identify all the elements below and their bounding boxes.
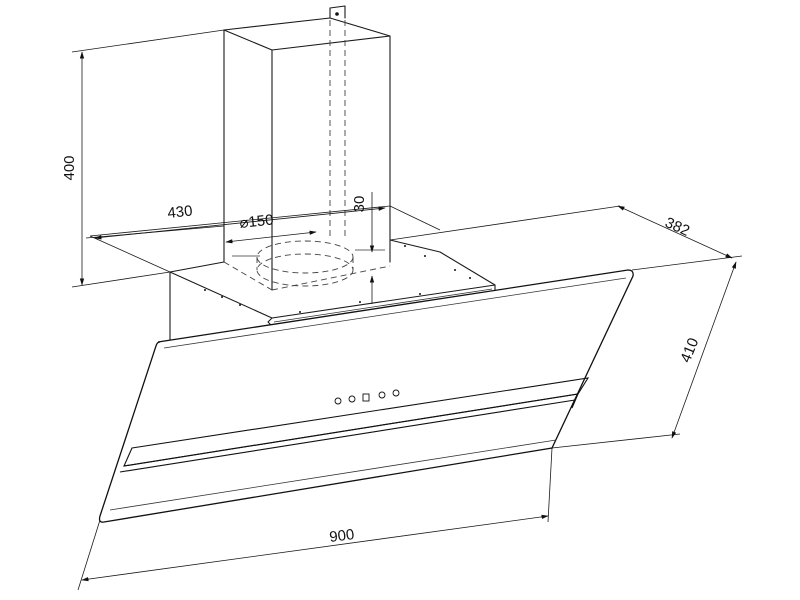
dimension-label-width: 900 bbox=[328, 526, 355, 546]
rivets bbox=[204, 245, 471, 313]
chimney-cover bbox=[223, 5, 391, 291]
dimension-label-duct-offset: 30 bbox=[351, 196, 368, 213]
dimension-label-chimney-height: 400 bbox=[61, 155, 78, 180]
duct-outlet bbox=[232, 240, 385, 287]
control-button-2[interactable] bbox=[348, 395, 356, 403]
control-panel bbox=[334, 389, 400, 405]
dimension-400: 400 bbox=[61, 29, 225, 288]
dimension-label-hood-depth: 430 bbox=[167, 202, 194, 222]
dimension-430: 430 bbox=[85, 202, 441, 273]
control-button-5[interactable] bbox=[392, 389, 400, 397]
dimension-382: 382 bbox=[389, 205, 743, 271]
dimension-label-glass-height: 410 bbox=[677, 336, 702, 366]
dimension-label-canopy-depth: 382 bbox=[662, 214, 692, 240]
dimension-900: 900 bbox=[77, 447, 553, 591]
control-button-1[interactable] bbox=[334, 397, 342, 405]
dimension-150: ⌀150 bbox=[225, 212, 317, 244]
control-button-4[interactable] bbox=[378, 391, 386, 399]
dimension-30: 30 bbox=[351, 192, 375, 304]
dimension-label-duct-diameter: ⌀150 bbox=[239, 212, 275, 232]
control-button-3[interactable] bbox=[362, 393, 370, 402]
mount-screw-icon bbox=[335, 12, 339, 16]
